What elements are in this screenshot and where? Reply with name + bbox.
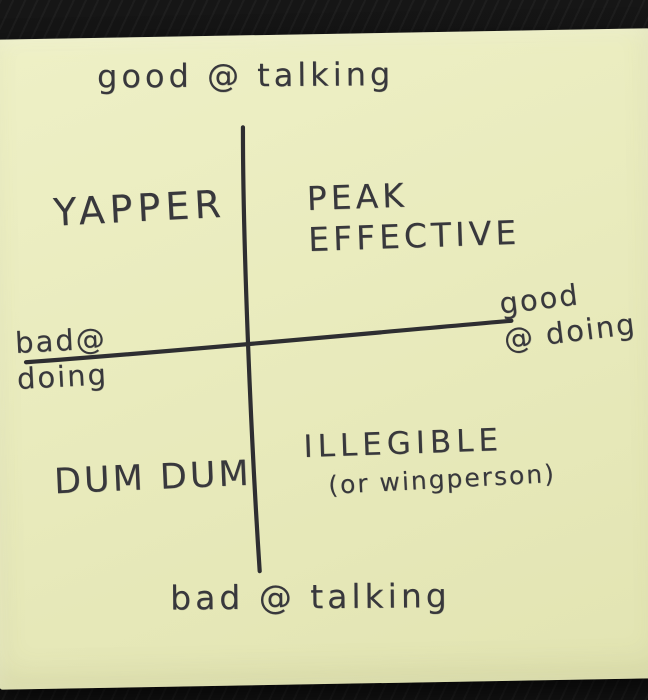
y-axis-top-label: good @ talking <box>96 55 395 96</box>
quadrant-bottom-left-label: DUM DUM <box>53 453 253 503</box>
quadrant-top-left-label: YAPPER <box>52 181 227 235</box>
x-axis-left-label: bad@ doing <box>14 321 109 397</box>
quadrant-bottom-right-label: ILLEGIBLE <box>302 422 504 466</box>
sticky-note: good @ talking YAPPER PEAK EFFECTIVE bad… <box>0 28 648 690</box>
quadrant-top-right-label: PEAK EFFECTIVE <box>306 175 521 260</box>
y-axis-bottom-label: bad @ talking <box>169 576 451 618</box>
quadrant-axes <box>23 125 514 574</box>
